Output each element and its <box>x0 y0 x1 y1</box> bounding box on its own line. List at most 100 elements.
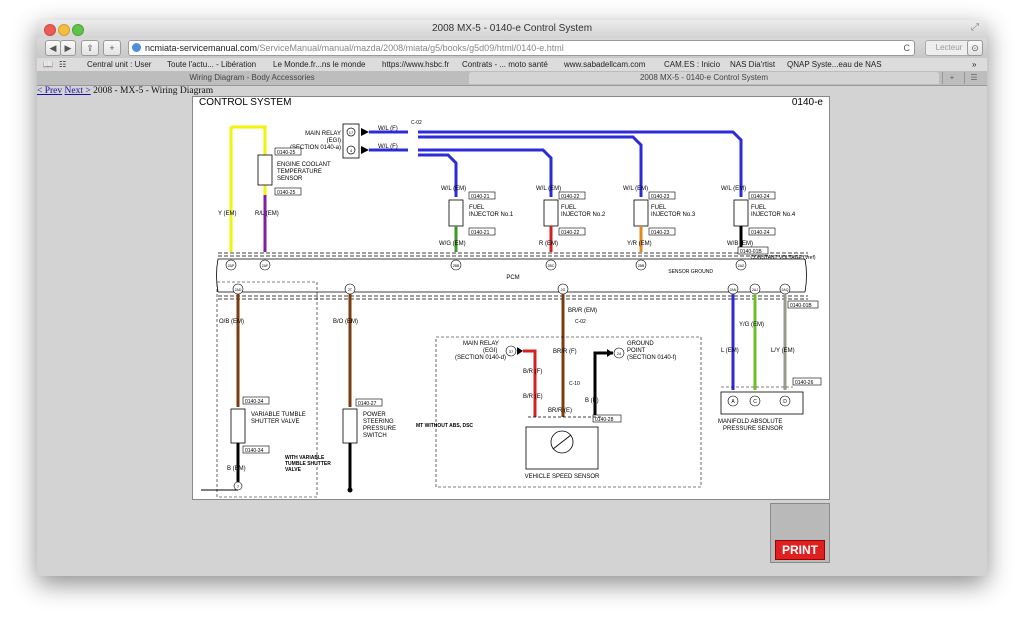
vss-symbol <box>525 426 599 470</box>
wiring-diagram: CONTROL SYSTEM 0140-e MAIN RELAY (EGI) (… <box>192 96 830 500</box>
fullscreen-icon[interactable]: ⤢ <box>971 22 979 33</box>
bookmark-item[interactable]: Toute l'actu... - Libération <box>167 60 257 69</box>
tumble-ground-pin: 7 <box>237 484 240 489</box>
svg-text:SWITCH: SWITCH <box>363 433 387 439</box>
svg-text:MANIFOLD ABSOLUTE: MANIFOLD ABSOLUTE <box>718 419 782 425</box>
bookmark-item[interactable]: https://www.hsbc.fr <box>382 60 450 69</box>
vss-label: VEHICLE SPEED SENSOR <box>525 474 600 480</box>
bookmark-item[interactable]: www.sabadellcam.com <box>564 60 646 69</box>
reading-list-icon[interactable]: 📖 <box>43 60 53 69</box>
print-button[interactable]: PRINT <box>775 540 825 560</box>
svg-text:INJECTOR No.3: INJECTOR No.3 <box>651 212 696 218</box>
svg-text:2BB: 2BB <box>638 264 645 268</box>
reader-button[interactable]: Lecteur <box>925 40 973 56</box>
svg-text:W/L (EM): W/L (EM) <box>623 186 648 192</box>
new-tab-button[interactable]: + <box>942 72 961 84</box>
fuel-injector-3: W/L (EM) 0140-23 FUEL INJECTOR No.3 0140… <box>623 186 696 252</box>
main-relay-label: MAIN RELAY <box>305 131 341 137</box>
breadcrumb: < Prev Next > 2008 - MX-5 - Wiring Diagr… <box>37 86 213 96</box>
top-sites-icon[interactable]: ☷ <box>59 60 67 69</box>
share-button[interactable]: ⇪ <box>81 40 99 56</box>
svg-text:FUEL: FUEL <box>651 205 667 211</box>
tab-wiring-body[interactable]: Wiring Diagram - Body Accessories <box>189 73 315 82</box>
vss-wire-brr-e: BR/R (E) <box>548 408 572 414</box>
svg-text:4: 4 <box>350 148 353 153</box>
tab-control-system[interactable]: 2008 MX-5 - 0140-e Control System <box>469 72 939 84</box>
relay-pin-17 <box>346 127 356 137</box>
svg-text:0140-22: 0140-22 <box>561 194 580 200</box>
map-pin-a: A <box>731 399 735 405</box>
svg-text:SHUTTER VALVE: SHUTTER VALVE <box>251 419 299 425</box>
print-panel: PRINT <box>770 503 830 563</box>
close-button[interactable] <box>44 24 56 36</box>
bookmark-item[interactable]: Contrats - ... moto santé <box>462 60 548 69</box>
url-path: /ServiceManual/manual/mazda/2008/miata/g… <box>257 43 564 53</box>
vss-wire-brr-em: BR/R (EM) <box>568 308 597 314</box>
svg-text:0140-21: 0140-21 <box>471 194 490 200</box>
svg-text:0140-22: 0140-22 <box>561 230 580 236</box>
bookmarks-bar: 📖 ☷ Central unit : User Toute l'actu... … <box>37 58 987 72</box>
tab-list-icon[interactable]: ☰ <box>964 72 983 84</box>
ect-wire-right: R/L (EM) <box>255 211 279 217</box>
bookmark-item[interactable]: CAM.ES : Inicio <box>664 60 721 69</box>
svg-text:MAIN RELAY: MAIN RELAY <box>463 341 499 347</box>
relay-pin-4 <box>346 145 356 155</box>
address-bar[interactable]: ncmiata-servicemanual.com/ServiceManual/… <box>128 40 915 56</box>
next-link[interactable]: Next > <box>64 86 91 96</box>
downloads-icon[interactable]: ⊙ <box>967 40 983 56</box>
maximize-button[interactable] <box>72 24 84 36</box>
prev-link[interactable]: < Prev <box>37 86 63 96</box>
vss-relay-pin: 37 <box>509 349 514 354</box>
map-pin-c: C <box>753 399 757 405</box>
bookmark-item[interactable]: Le Monde.fr...ns le monde <box>273 60 366 69</box>
svg-text:W/L (EM): W/L (EM) <box>536 186 561 192</box>
forward-button[interactable]: ▶ <box>60 40 76 56</box>
svg-text:INJECTOR No.1: INJECTOR No.1 <box>469 212 514 218</box>
svg-text:W/L (EM): W/L (EM) <box>441 186 466 192</box>
more-bookmarks-icon[interactable]: » <box>972 60 977 69</box>
vss-wire-br-e: B/R (E) <box>523 394 543 400</box>
tumble-wire-bottom: B (EM) <box>227 466 246 472</box>
ect-label-1: ENGINE COOLANT <box>277 162 331 168</box>
mt-note: MT WITHOUT ABS, DSC <box>416 423 473 429</box>
back-button[interactable]: ◀ <box>45 40 61 56</box>
url-host: ncmiata-servicemanual.com <box>145 43 258 53</box>
breadcrumb-trail: 2008 - MX-5 - Wiring Diagram <box>90 86 214 96</box>
pcm-code-top: 0140-01B <box>740 249 762 255</box>
tumble-code-bottom: 0140-34 <box>245 448 264 454</box>
svg-text:GROUND: GROUND <box>627 341 654 347</box>
fuel-injector-1: W/L (EM) 0140-21 FUEL INJECTOR No.1 0140… <box>439 186 514 252</box>
fuel-injector-4: W/L (EM) 0140-24 FUEL INJECTOR No.4 0140… <box>721 186 796 252</box>
svg-text:17: 17 <box>349 130 354 135</box>
svg-text:0140-21: 0140-21 <box>471 230 490 236</box>
svg-text:0140-23: 0140-23 <box>651 230 670 236</box>
ect-label-2: TEMPERATURE <box>277 169 322 175</box>
site-icon <box>132 43 141 52</box>
svg-text:(SECTION 0140-d): (SECTION 0140-d) <box>455 355 506 361</box>
bookmark-item[interactable]: NAS Dia'rtist <box>730 60 776 69</box>
vss-wire-brr-f: BR/R (F) <box>553 349 577 355</box>
add-bookmark-button[interactable]: + <box>103 40 121 56</box>
bookmark-item[interactable]: Central unit : User <box>87 60 152 69</box>
bookmark-item[interactable]: QNAP Syste...eau de NAS <box>787 60 882 69</box>
sensor-ground-label: SENSOR GROUND <box>668 269 713 275</box>
svg-text:2BB: 2BB <box>453 264 460 268</box>
tumble-code-top: 0140-34 <box>245 399 264 405</box>
wl-f-label-1: W/L (F) <box>378 126 398 132</box>
c02-label: C-02 <box>411 120 422 126</box>
constant-voltage-label: CONSTANT VOLTAGE (Vref) <box>750 255 815 261</box>
map-wire-yg: Y/G (EM) <box>739 322 764 328</box>
minimize-button[interactable] <box>58 24 70 36</box>
svg-text:VARIABLE TUMBLE: VARIABLE TUMBLE <box>251 412 306 418</box>
vss-wire-br-f: B/R (F) <box>523 369 542 375</box>
page-content: < Prev Next > 2008 - MX-5 - Wiring Diagr… <box>37 86 987 576</box>
reload-icon[interactable]: C <box>903 43 911 53</box>
svg-text:W/B (EM): W/B (EM) <box>727 241 753 247</box>
svg-text:2AP: 2AP <box>228 264 235 268</box>
main-relay-section: (SECTION 0140-a) <box>290 145 341 151</box>
tumble-switch-symbol <box>230 408 246 444</box>
psp-wire: B/O (EM) <box>333 319 358 325</box>
window-title: 2008 MX-5 - 0140-e Control System <box>431 23 593 34</box>
svg-text:0140-23: 0140-23 <box>651 194 670 200</box>
wiring-svg: MAIN RELAY (EGI) (SECTION 0140-a) 17 4 W… <box>201 120 822 498</box>
